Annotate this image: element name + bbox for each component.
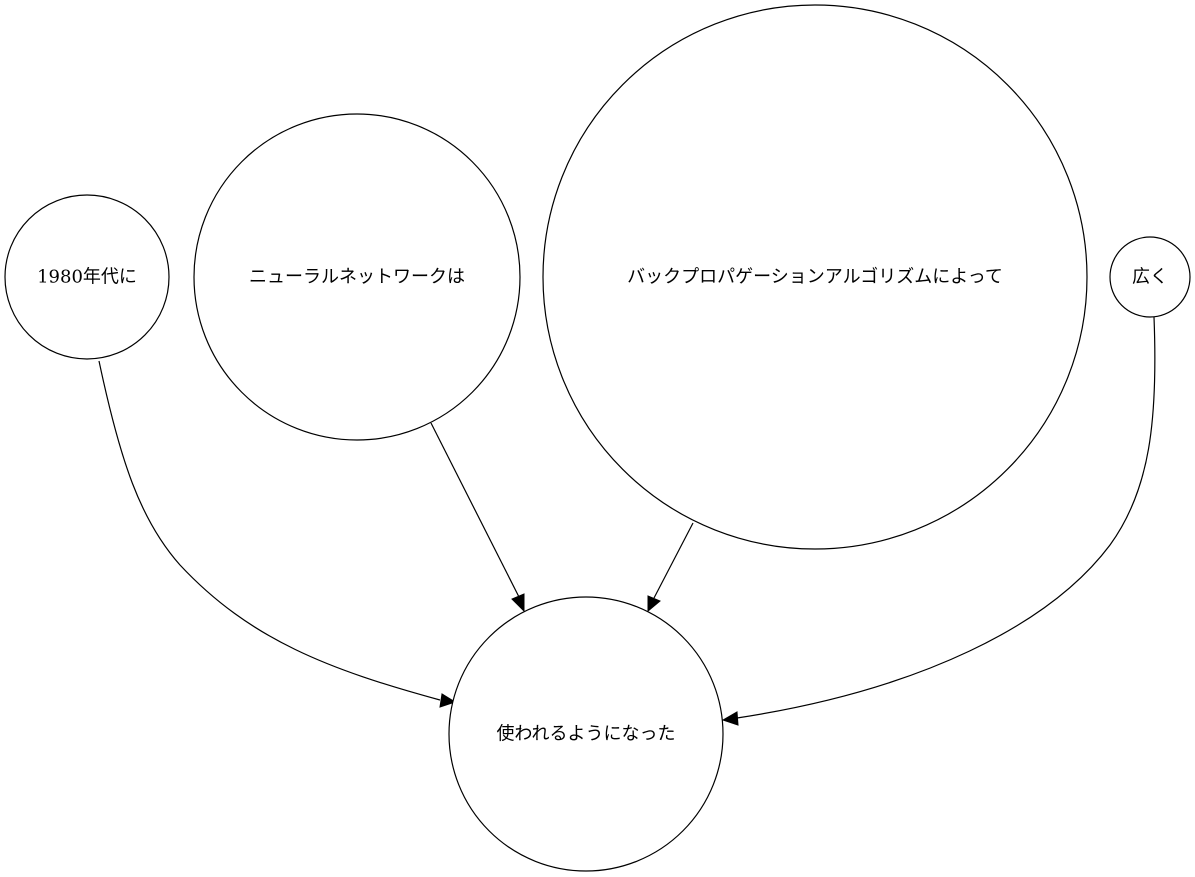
edge-nn-to-used <box>430 422 520 598</box>
node-came-to-be-used: 使われるようになった <box>448 596 724 872</box>
node-backprop-label: バックプロパゲーションアルゴリズムによって <box>627 267 1003 288</box>
node-backprop-circle <box>542 4 1088 550</box>
edges <box>98 316 1156 726</box>
node-neural-network: ニューラルネットワークは <box>193 113 521 441</box>
edge-wide-to-used <box>736 316 1156 719</box>
edge-bp-to-used-arrowhead <box>647 595 661 613</box>
node-widely-circle <box>1109 236 1191 318</box>
node-1980: 1980年代に <box>4 194 170 360</box>
node-came-to-be-used-label: 使われるようになった <box>496 724 675 745</box>
node-1980-label: 1980年代に <box>37 267 137 288</box>
edge-1980-to-used <box>98 360 441 701</box>
node-1980-circle <box>4 194 170 360</box>
node-neural-network-circle <box>193 113 521 441</box>
edge-wide-to-used-arrowhead <box>721 711 739 726</box>
node-neural-network-label: ニューラルネットワークは <box>249 267 465 288</box>
node-widely: 広く <box>1109 236 1191 318</box>
node-backprop: バックプロパゲーションアルゴリズムによって <box>542 4 1088 550</box>
edge-bp-to-used <box>653 522 694 599</box>
node-came-to-be-used-circle <box>448 596 724 872</box>
node-widely-label: 広く <box>1132 267 1168 288</box>
edge-nn-to-used-arrowhead <box>511 593 525 613</box>
edge-1980-to-used-arrowhead <box>439 693 457 708</box>
